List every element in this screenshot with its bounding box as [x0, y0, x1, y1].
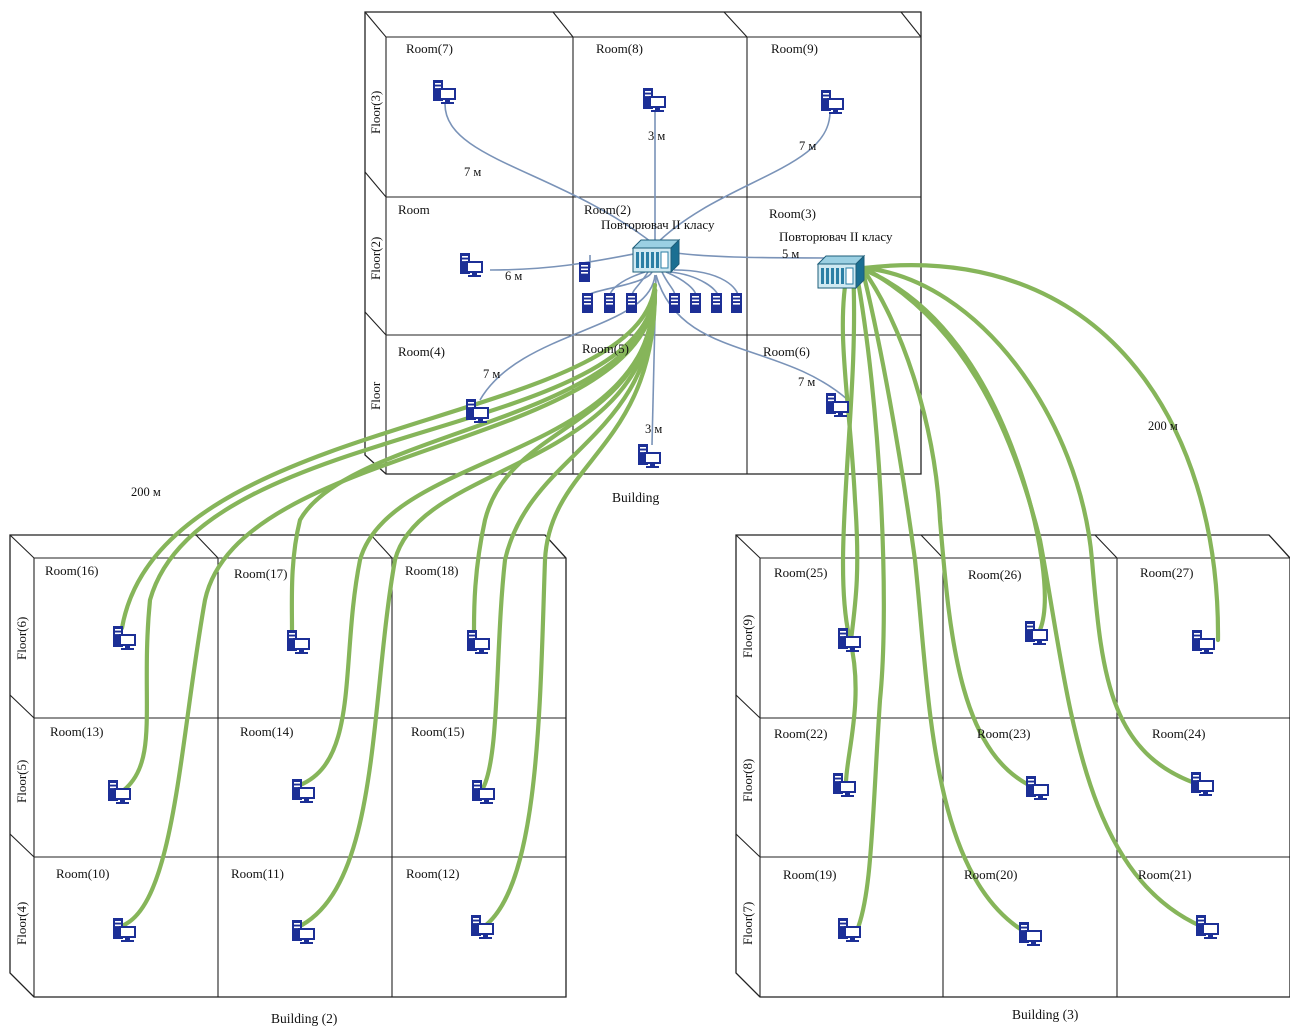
room-label: Room(11) — [231, 866, 284, 881]
server-icon — [711, 293, 722, 313]
repeater-label: Повторювач II класу — [779, 229, 893, 244]
server-icon — [604, 293, 615, 313]
fiber-cables-building-2 — [119, 282, 658, 928]
computer-icon — [433, 80, 456, 104]
room-label: Room(18) — [405, 563, 458, 578]
room-label: Room(19) — [783, 867, 836, 882]
copper-cables — [444, 103, 849, 446]
server-icon — [690, 293, 701, 313]
distance-label: 7 м — [483, 367, 500, 381]
room-label: Room(21) — [1138, 867, 1191, 882]
computer-icon — [1025, 621, 1048, 645]
building-label: Building (2) — [271, 1011, 337, 1026]
computer-icon — [821, 90, 844, 114]
room-label: Room(13) — [50, 724, 103, 739]
server-icon — [626, 293, 637, 313]
room-label: Room(6) — [763, 344, 810, 359]
room-label: Room(8) — [596, 41, 643, 56]
floor-label: Floor(6) — [14, 617, 29, 660]
repeater-icon — [817, 255, 865, 289]
room-label: Room(9) — [771, 41, 818, 56]
room-labels-building-3: Room(25) Room(26) Room(27) Room(22) Room… — [774, 565, 1205, 882]
repeater-label: Повторювач II класу — [601, 217, 715, 232]
server-icon — [731, 293, 742, 313]
room-labels-main: Room(7) Room(8) Room(9) Room Room(2) Roo… — [398, 41, 818, 359]
room-label: Room(3) — [769, 206, 816, 221]
distance-label: 3 м — [648, 129, 665, 143]
floor-label: Floor(5) — [14, 760, 29, 803]
room-label: Room(25) — [774, 565, 827, 580]
room-label: Room(12) — [406, 866, 459, 881]
computer-icon — [460, 253, 483, 277]
computer-icon — [108, 780, 131, 804]
floor-label: Floor(8) — [740, 759, 755, 802]
room-label: Room(24) — [1152, 726, 1205, 741]
room-labels-building-2: Room(16) Room(17) Room(18) Room(13) Room… — [45, 563, 464, 881]
distance-label: 3 м — [645, 422, 662, 436]
floor-label: Floor — [368, 381, 383, 410]
server-icon — [582, 293, 593, 313]
floor-label: Floor(3) — [368, 91, 383, 134]
room-label: Room(4) — [398, 344, 445, 359]
computer-icon — [1026, 776, 1049, 800]
distance-labels: 7 м 3 м 7 м 6 м 5 м 7 м 3 м 7 м 200 м 20… — [131, 129, 1178, 499]
computer-icon — [287, 630, 310, 654]
computer-icon — [638, 444, 661, 468]
room-label: Room(14) — [240, 724, 293, 739]
room-label: Room — [398, 202, 430, 217]
computer-icon — [838, 918, 861, 942]
computer-icon — [1019, 922, 1042, 946]
room-label: Room(23) — [977, 726, 1030, 741]
computer-icon — [1191, 772, 1214, 796]
room-label: Room(27) — [1140, 565, 1193, 580]
distance-label: 7 м — [799, 139, 816, 153]
computer-icon — [467, 630, 490, 654]
distance-label: 7 м — [464, 165, 481, 179]
distance-label: 6 м — [505, 269, 522, 283]
building-3 — [735, 534, 1290, 998]
server-icon — [669, 293, 680, 313]
floor-label: Floor(2) — [368, 237, 383, 280]
room-label: Room(5) — [582, 341, 629, 356]
computer-icon — [643, 88, 666, 112]
room-label: Room(26) — [968, 567, 1021, 582]
distance-label: 200 м — [1148, 419, 1178, 433]
building-label: Building — [612, 490, 660, 505]
room-label: Room(7) — [406, 41, 453, 56]
floor-label: Floor(7) — [740, 902, 755, 945]
floor-label: Floor(4) — [14, 902, 29, 945]
floor-label: Floor(9) — [740, 615, 755, 658]
room-label: Room(16) — [45, 563, 98, 578]
fiber-cables-building-3 — [840, 263, 1221, 938]
distance-label: 200 м — [131, 485, 161, 499]
server-icon — [579, 262, 590, 282]
computer-icon — [113, 626, 136, 650]
computer-icon — [1192, 630, 1215, 654]
distance-label: 7 м — [798, 375, 815, 389]
room-label: Room(22) — [774, 726, 827, 741]
distance-label: 5 м — [782, 247, 799, 261]
room-label: Room(20) — [964, 867, 1017, 882]
floor-labels: Floor(3) Floor(2) Floor Floor(6) Floor(5… — [14, 91, 755, 945]
computer-icon — [1196, 915, 1219, 939]
room-label: Room(17) — [234, 566, 287, 581]
room-label: Room(2) — [584, 202, 631, 217]
building-main — [364, 11, 922, 475]
repeater-icon — [632, 239, 680, 273]
room-label: Room(10) — [56, 866, 109, 881]
room-label: Room(15) — [411, 724, 464, 739]
building-label: Building (3) — [1012, 1007, 1078, 1022]
building-2 — [9, 534, 567, 998]
